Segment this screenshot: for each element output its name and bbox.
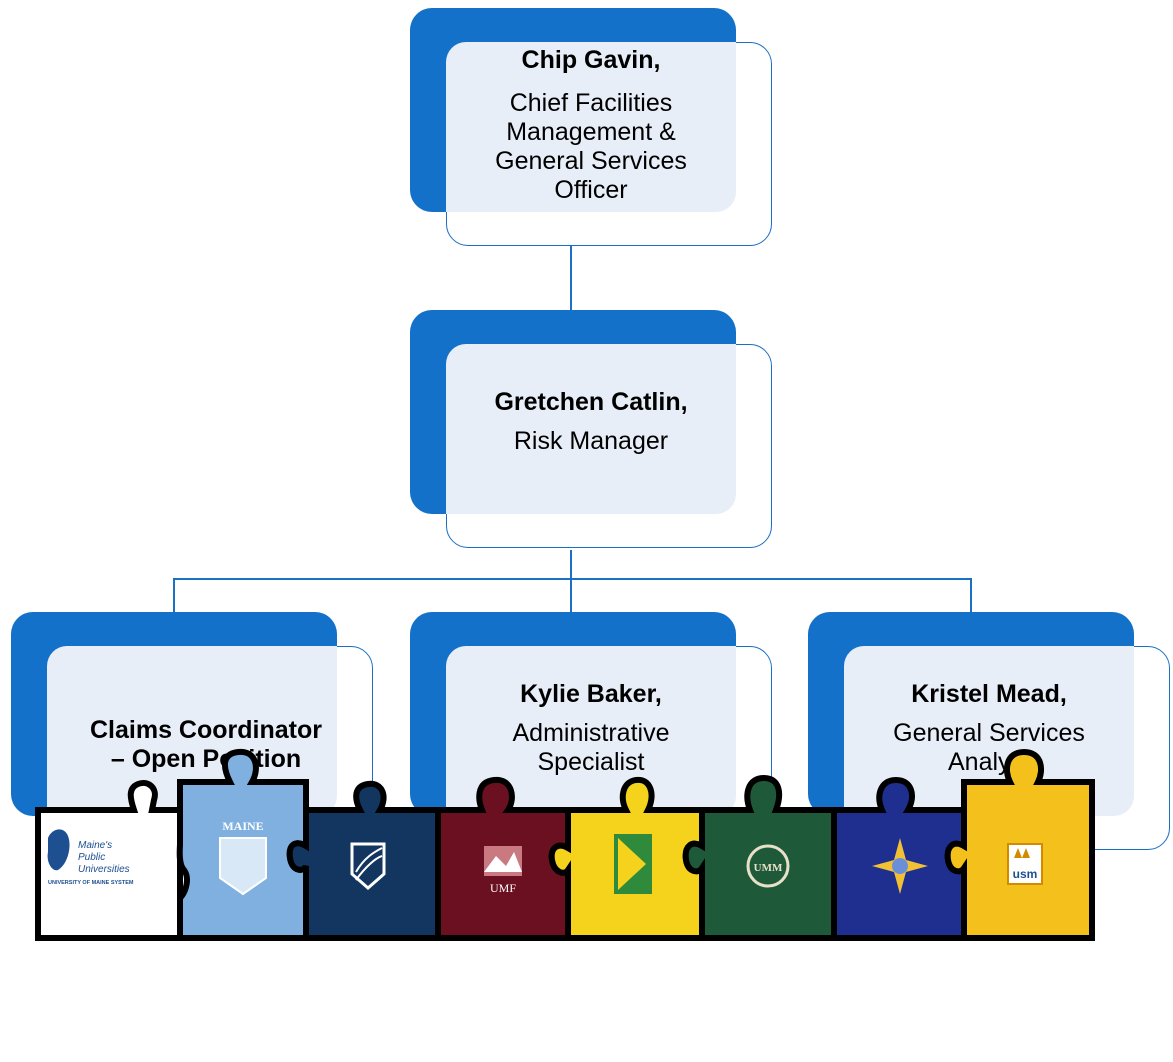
node-overlap-shape [446,42,736,212]
connector-chief-to-risk [570,246,572,310]
connector-to-admin [570,578,572,612]
usm-label: usm [1013,867,1038,881]
puzzle-piece-umm: UMM [682,774,837,941]
puzzle-piece-uma [286,780,441,941]
node-name: Claims Coordinator – Open Position [90,716,322,773]
node-text: Kristel Mead, General Services Analyst [844,680,1134,810]
ums-text-line3: Universities [78,864,130,875]
puzzle-piece-umfk [548,776,705,941]
node-text: Kylie Baker, Administrative Specialist [446,680,736,810]
connector-risk-down [570,550,572,580]
node-text: Claims Coordinator – Open Position [41,716,371,796]
connector-to-claims [173,578,175,612]
university-puzzle-banner: Maine's Public Universities UNIVERSITY O… [35,748,1095,941]
node-overlap-shape [446,344,736,514]
puzzle-piece-ums: Maine's Public Universities UNIVERSITY O… [35,780,183,941]
umaine-label: MAINE [222,819,263,833]
node-name: Kylie Baker, [520,680,662,708]
umm-wheel-icon [746,844,790,888]
node-name: Chip Gavin, [521,46,661,74]
ums-footer: UNIVERSITY OF MAINE SYSTEM [48,880,134,886]
puzzle-piece-umaine: MAINE [176,748,309,941]
puzzle-piece-umf: UMF [435,776,571,941]
puzzle-piece-umpi [831,776,967,941]
umf-label: UMF [490,881,516,895]
node-name: Gretchen Catlin, [494,388,688,416]
uma-shield-icon [350,842,386,890]
node-title: Chief Facilities Management & General Se… [495,89,687,204]
connector-to-gsa [970,578,972,612]
ums-text-line1: Maine's [78,840,112,851]
node-text: Gretchen Catlin, Risk Manager [446,388,736,488]
node-title: Risk Manager [513,427,669,455]
maine-state-icon [47,829,70,871]
node-name: Kristel Mead, [911,680,1067,708]
node-text: Chip Gavin, Chief Facilities Management … [446,42,736,212]
umaine-shield-icon [219,837,267,896]
umm-label: UMM [754,862,783,874]
ums-text-line2: Public [78,852,105,863]
connector-horizontal [173,578,972,580]
node-title: Administrative Specialist [512,719,670,776]
puzzle-piece-usm: usm [944,748,1095,941]
